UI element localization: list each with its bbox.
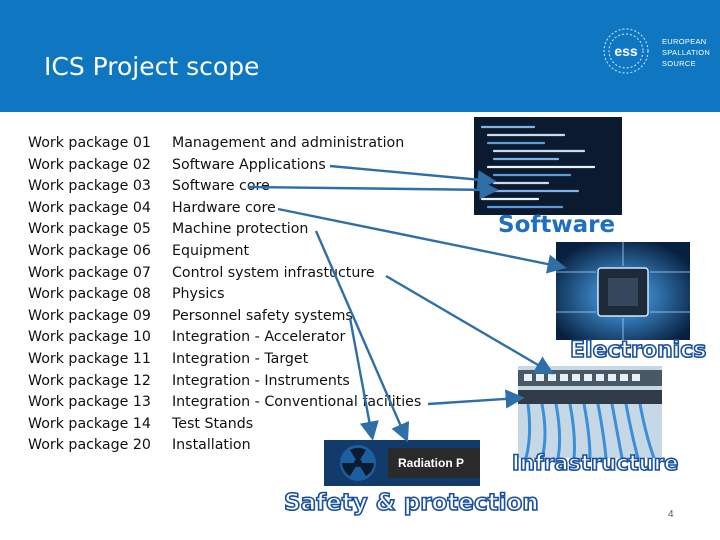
arrow-software-core [248, 187, 494, 190]
arrow-hardware-core [278, 209, 562, 267]
arrow-control-infrastructure [386, 276, 550, 372]
page-number: 4 [668, 509, 674, 520]
arrow-software-applications [330, 166, 492, 181]
arrow-integration-conventional [428, 398, 520, 404]
arrow-machine-protection [316, 231, 406, 438]
